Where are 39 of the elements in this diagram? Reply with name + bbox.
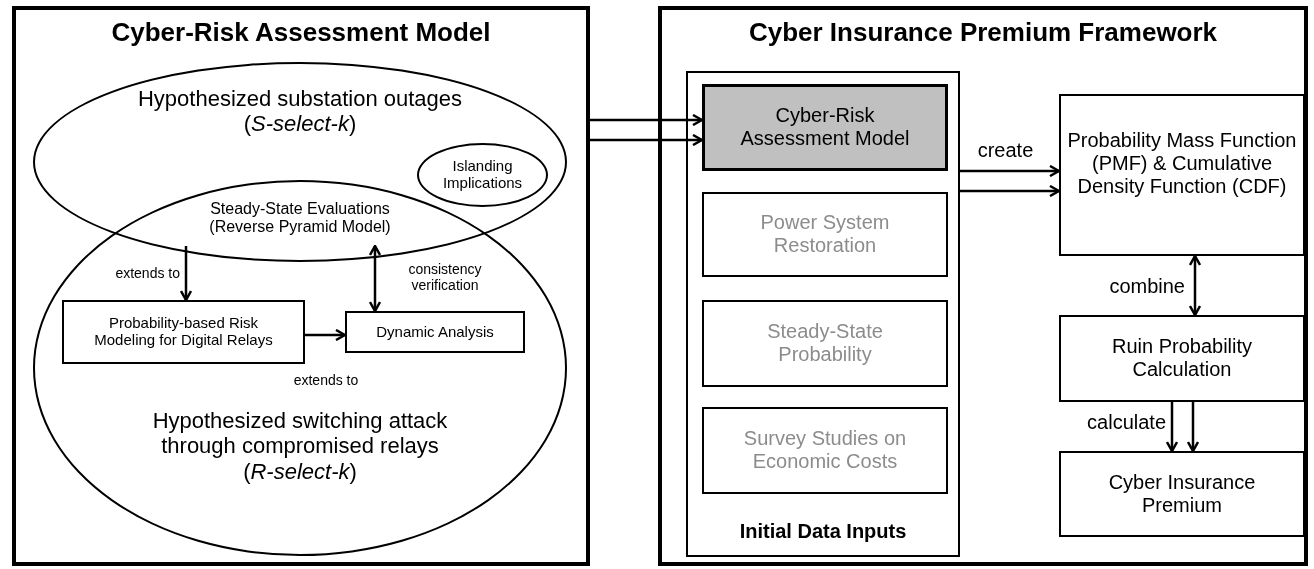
process-box bbox=[1059, 94, 1305, 256]
panel-title: Cyber Insurance Premium Framework bbox=[747, 18, 1219, 48]
ellipse-label: Islanding Implications bbox=[441, 157, 524, 192]
box-label: Survey Studies on Economic Costs bbox=[742, 427, 908, 473]
ellipse-label: Hypothesized switching attack through compromised relays (R-select-k) bbox=[151, 408, 449, 484]
group-box bbox=[686, 71, 960, 557]
box-label: Probability-based Risk Modeling for Digital Relays bbox=[93, 314, 274, 349]
box-label: Power System Restoration bbox=[759, 211, 891, 257]
node-label: Steady-State Evaluations (Reverse Pyramid Model) bbox=[185, 198, 415, 237]
box-label: Cyber Insurance Premium bbox=[1107, 471, 1257, 517]
group-title: Initial Data Inputs bbox=[738, 520, 908, 543]
ellipse-label: Hypothesized substation outages (S-select-k) bbox=[136, 86, 464, 137]
process-box bbox=[1059, 315, 1305, 402]
panel-title: Cyber-Risk Assessment Model bbox=[110, 18, 492, 48]
arrow bbox=[960, 184, 1061, 198]
box-label: Cyber-Risk Assessment Model bbox=[739, 104, 911, 150]
process-box bbox=[702, 192, 948, 277]
process-box bbox=[702, 407, 948, 494]
arrow bbox=[590, 133, 704, 147]
box-label: Dynamic Analysis bbox=[375, 323, 495, 341]
arrow bbox=[960, 164, 1061, 178]
panel bbox=[658, 6, 1308, 566]
process-box bbox=[702, 300, 948, 387]
box-label: Ruin Probability Calculation bbox=[1110, 335, 1254, 381]
arrow bbox=[305, 328, 347, 342]
process-box bbox=[1059, 451, 1305, 537]
box-label: Probability Mass Function (PMF) & Cumulative Density Function (CDF) bbox=[1066, 129, 1298, 198]
annotation-label: extends to bbox=[292, 372, 360, 389]
arrow bbox=[1186, 402, 1200, 453]
ellipse bbox=[417, 143, 548, 207]
arrow bbox=[1165, 402, 1179, 453]
arrow bbox=[179, 246, 193, 302]
process-box bbox=[702, 84, 948, 171]
box-label: Steady-State Probability bbox=[766, 320, 884, 366]
process-box bbox=[62, 300, 305, 364]
double-arrow bbox=[1188, 254, 1202, 317]
process-box bbox=[345, 311, 525, 353]
double-arrow bbox=[368, 244, 382, 313]
arrow bbox=[590, 113, 704, 127]
